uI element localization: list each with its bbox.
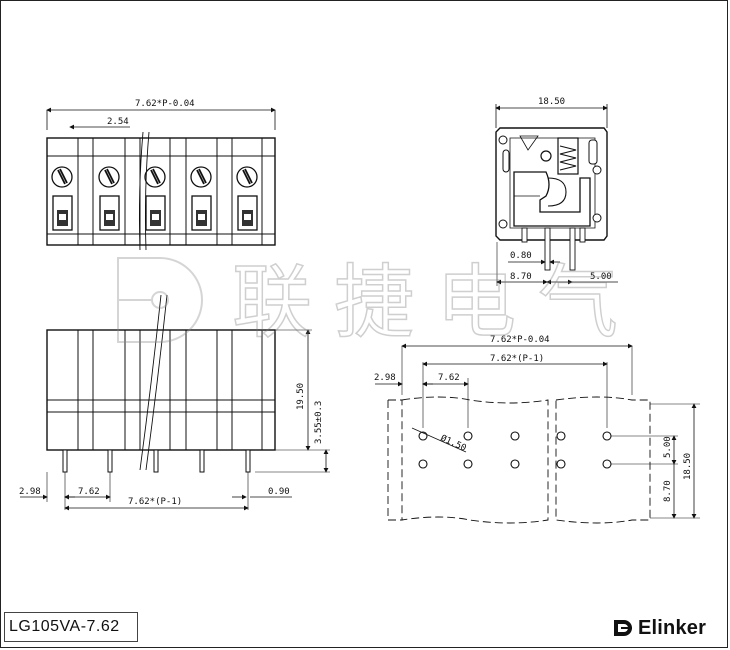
- pole-4: [190, 166, 212, 231]
- pcb-dim-pitch: 7.62: [438, 373, 460, 383]
- pcb-dim-depth: 18.50: [683, 453, 693, 480]
- watermark-text: 联捷电气: [232, 256, 640, 349]
- model-label: LG105VA-7.62: [4, 612, 138, 642]
- pole-5: [236, 166, 258, 231]
- elinker-logo-icon: [614, 620, 632, 636]
- brand-name: Elinker: [638, 616, 707, 639]
- pcb-holes: [418, 431, 612, 469]
- pcb-dim-left-edge: 2.98: [374, 373, 396, 383]
- pole-2: [98, 166, 120, 231]
- front-dim-screw-spacing: 2.54: [107, 117, 129, 127]
- pole-1: [51, 166, 73, 231]
- side-dim-pin-offset-b: 5.00: [590, 272, 612, 282]
- pcb-dim-row-spacing: 5.00: [663, 436, 673, 458]
- pole-3: [144, 166, 166, 231]
- elev-dim-pin-length: 3.55±0.3: [314, 401, 324, 444]
- side-dim-pin-diameter: 0.80: [510, 251, 532, 261]
- elev-dim-height: 19.50: [296, 383, 306, 410]
- front-dim-total-width: 7.62*P-0.04: [135, 99, 195, 109]
- pcb-dim-pitch-total: 7.62*(P-1): [490, 354, 544, 364]
- elev-dim-pin-size: 0.90: [268, 487, 290, 497]
- watermark: 联捷电气: [117, 255, 640, 350]
- front-view: 7.62*P-0.04 2.54: [46, 99, 276, 251]
- pcb-dim-total-width: 7.62*P-0.04: [490, 335, 550, 345]
- side-dim-width: 18.50: [538, 97, 565, 107]
- elev-dim-left-edge: 2.98: [19, 487, 41, 497]
- elev-dim-first-pitch: 7.62: [78, 487, 100, 497]
- side-view: 18.50 0.80 8.70 5.00: [495, 97, 618, 286]
- side-dim-pin-offset-a: 8.70: [510, 272, 532, 282]
- pcb-layout: 7.62*P-0.04 7.62*(P-1) 2.98 7.62: [374, 335, 700, 524]
- pcb-dim-row-offset: 8.70: [663, 480, 673, 502]
- elevation-view: 19.50 3.55±0.3 2.98 7.62 7.62*(P-1) 0.90: [19, 294, 330, 511]
- elev-dim-pitch-total: 7.62*(P-1): [128, 497, 182, 507]
- brand-logo: Elinker: [612, 614, 706, 642]
